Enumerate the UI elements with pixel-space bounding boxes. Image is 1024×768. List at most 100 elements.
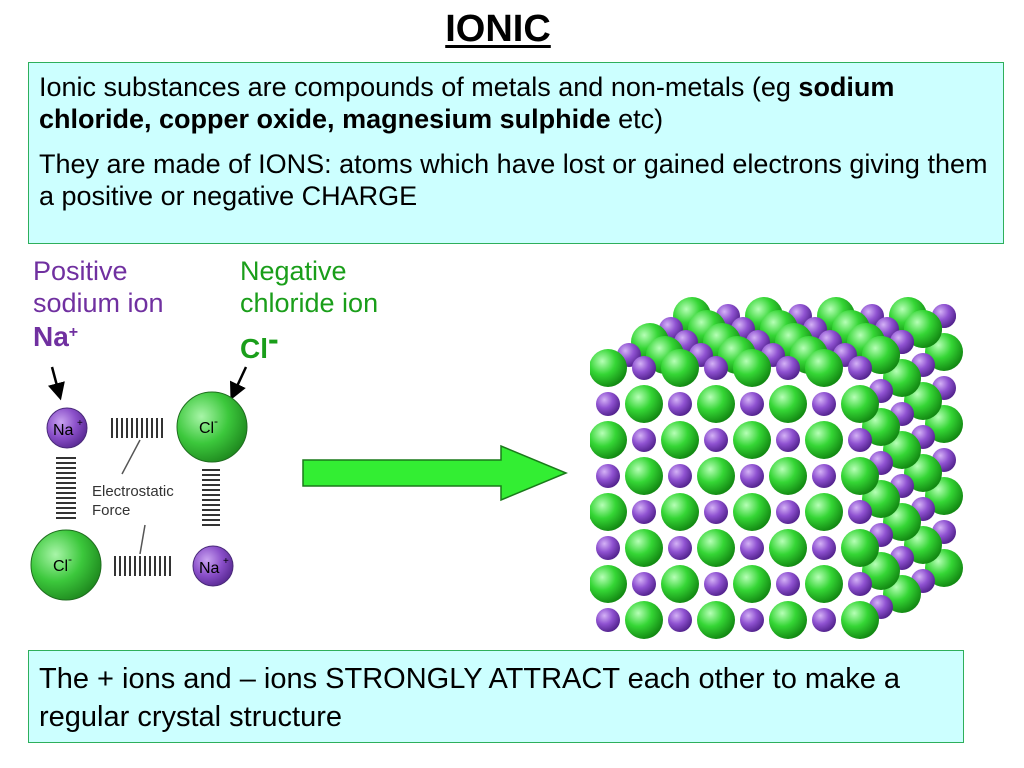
- intro-suffix: etc): [610, 104, 664, 135]
- svg-text:Cl: Cl: [199, 420, 214, 437]
- svg-text:+: +: [223, 556, 229, 567]
- positive-ion-label: Positive sodium ion Na+: [33, 255, 164, 353]
- label-pointer-arrows: [47, 366, 248, 401]
- sodium-sphere: [848, 572, 872, 596]
- chloride-ion-bottom-left: Cl -: [30, 529, 102, 601]
- chloride-sphere: [805, 493, 843, 531]
- chloride-sphere: [661, 421, 699, 459]
- sodium-sphere: [740, 464, 764, 488]
- chloride-sphere: [805, 421, 843, 459]
- force-label-line2: Force: [92, 502, 130, 519]
- sodium-sphere: [596, 536, 620, 560]
- chloride-sphere: [841, 601, 879, 639]
- chloride-sphere: [661, 349, 699, 387]
- chloride-sphere: [625, 601, 663, 639]
- intro-text: Ionic substances are compounds of metals…: [39, 72, 799, 102]
- force-hatch-bottom: [114, 556, 171, 576]
- sodium-sphere: [776, 428, 800, 452]
- chloride-sphere: [697, 457, 735, 495]
- chloride-sphere: [625, 385, 663, 423]
- intro-text-box: Ionic substances are compounds of metals…: [28, 62, 1004, 244]
- cl-pointer-arrow: [229, 366, 248, 401]
- sodium-ion-top-left: Na +: [46, 407, 88, 449]
- sodium-sphere: [596, 392, 620, 416]
- positive-ion-label-line2: sodium ion: [33, 288, 164, 319]
- svg-text:-: -: [68, 552, 72, 566]
- sodium-sphere: [776, 356, 800, 380]
- force-leader-top: [121, 439, 141, 475]
- na-pointer-arrow: [47, 366, 65, 401]
- force-hatch-left: [56, 457, 76, 519]
- chloride-sphere: [733, 349, 771, 387]
- svg-text:Na: Na: [53, 422, 74, 439]
- positive-ion-formula: Na+: [33, 320, 79, 352]
- sodium-sphere: [596, 608, 620, 632]
- chloride-sphere: [841, 385, 879, 423]
- chloride-sphere: [590, 349, 627, 387]
- sodium-sphere: [812, 392, 836, 416]
- sodium-sphere: [632, 356, 656, 380]
- sodium-sphere: [848, 356, 872, 380]
- chloride-sphere: [661, 493, 699, 531]
- chloride-sphere: [769, 385, 807, 423]
- chloride-sphere: [697, 385, 735, 423]
- chloride-sphere: [769, 601, 807, 639]
- chloride-sphere: [733, 421, 771, 459]
- intro-paragraph-1: Ionic substances are compounds of metals…: [39, 71, 993, 136]
- chloride-sphere: [733, 565, 771, 603]
- sodium-sphere: [812, 464, 836, 488]
- negative-ion-formula: Cl-: [240, 320, 279, 364]
- chloride-sphere: [733, 493, 771, 531]
- chloride-ion-top-right: Cl -: [176, 391, 248, 463]
- chloride-sphere: [625, 457, 663, 495]
- sodium-sphere: [776, 572, 800, 596]
- sodium-sphere: [848, 428, 872, 452]
- sodium-sphere: [668, 464, 692, 488]
- sodium-sphere: [632, 572, 656, 596]
- slide-title: IONIC: [445, 8, 551, 50]
- positive-ion-label-line1: Positive: [33, 256, 128, 286]
- negative-ion-label: Negative chloride ion Cl-: [240, 255, 378, 365]
- chloride-sphere: [590, 565, 627, 603]
- chloride-sphere: [904, 310, 942, 348]
- sodium-sphere: [704, 356, 728, 380]
- chloride-sphere: [625, 529, 663, 567]
- sodium-sphere: [740, 608, 764, 632]
- sodium-sphere: [776, 500, 800, 524]
- chloride-sphere: [805, 349, 843, 387]
- big-right-arrow: [302, 444, 568, 502]
- sodium-sphere: [704, 500, 728, 524]
- sodium-sphere: [596, 464, 620, 488]
- force-label-line1: Electrostatic: [92, 483, 174, 500]
- sodium-ion-bottom-right: Na +: [192, 545, 234, 587]
- intro-examples: sodium chloride, copper oxide, magnesium…: [39, 72, 895, 135]
- chloride-sphere: [769, 457, 807, 495]
- svg-text:-: -: [214, 414, 218, 428]
- ion-attraction-diagram: Na + Cl - Cl - Na +: [30, 391, 248, 601]
- intro-paragraph-2: They are made of IONS: atoms which have …: [39, 148, 988, 212]
- sodium-sphere: [812, 536, 836, 560]
- sodium-sphere: [632, 500, 656, 524]
- negative-ion-label-line1: Negative: [240, 256, 347, 286]
- chloride-sphere: [697, 601, 735, 639]
- chloride-sphere: [841, 457, 879, 495]
- chloride-sphere: [769, 529, 807, 567]
- chloride-sphere: [661, 565, 699, 603]
- force-hatch-right: [202, 469, 220, 526]
- chloride-sphere: [841, 529, 879, 567]
- sodium-sphere: [848, 500, 872, 524]
- sodium-sphere: [632, 428, 656, 452]
- svg-text:Na: Na: [199, 560, 220, 577]
- chloride-sphere: [590, 421, 627, 459]
- sodium-sphere: [704, 428, 728, 452]
- negative-ion-label-line2: chloride ion: [240, 288, 379, 319]
- svg-text:Cl: Cl: [53, 558, 68, 575]
- chloride-sphere: [697, 529, 735, 567]
- nacl-crystal-lattice: [590, 297, 963, 639]
- sodium-sphere: [668, 392, 692, 416]
- chloride-sphere: [590, 493, 627, 531]
- sodium-sphere: [704, 572, 728, 596]
- sodium-sphere: [740, 536, 764, 560]
- sodium-sphere: [740, 392, 764, 416]
- sodium-sphere: [812, 608, 836, 632]
